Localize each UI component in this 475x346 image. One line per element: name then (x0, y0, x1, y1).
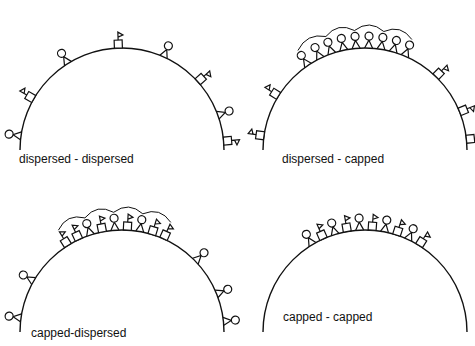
lipid-symbol (193, 247, 210, 264)
lipid-symbol (377, 33, 387, 50)
cap-link (298, 36, 326, 51)
lipid-symbol (301, 229, 316, 247)
cap-link (143, 212, 171, 223)
cap-link (114, 207, 143, 214)
cap-link (355, 25, 384, 32)
lipid-symbol (351, 32, 360, 49)
lipid-symbol (365, 32, 374, 48)
lipid-symbol (381, 215, 392, 232)
lipid-symbol (5, 312, 22, 322)
lipid-symbol (310, 42, 324, 60)
protein-symbol (123, 214, 133, 230)
protein-symbol (223, 136, 240, 146)
lipid-symbol (56, 48, 71, 66)
lipid-symbol (136, 215, 147, 232)
lipid-symbol (337, 34, 348, 51)
lipid-symbol (296, 50, 312, 68)
cap-link (58, 217, 85, 230)
lipid-symbol (215, 284, 233, 297)
lipid-symbol (82, 219, 95, 237)
lipid-symbol (160, 41, 174, 59)
protein-symbol (114, 32, 124, 48)
lipid-symbol (401, 40, 415, 58)
protein-symbol (248, 129, 265, 140)
protein-symbol (368, 214, 378, 231)
protein-symbol (416, 230, 432, 248)
lipid-symbol (216, 106, 234, 119)
lipid-symbol (110, 214, 119, 231)
lipid-symbol (355, 214, 364, 230)
membrane-arc (263, 230, 467, 332)
protein-symbol (341, 215, 353, 232)
panel-label: capped-dispersed (30, 326, 127, 340)
cap-link (384, 29, 412, 39)
protein-symbol (393, 219, 407, 237)
protein-symbol (96, 215, 108, 232)
protein-symbol (160, 223, 175, 241)
protein-symbol (313, 222, 328, 240)
protein-symbol (18, 87, 36, 103)
panel-label: dispersed - capped (281, 152, 385, 166)
protein-symbol (148, 218, 161, 236)
protein-symbol (466, 134, 475, 145)
cap-link (326, 27, 355, 36)
lipid-symbol (5, 130, 22, 140)
protein-symbol (458, 102, 475, 116)
lipid-symbol (327, 218, 339, 236)
membrane-arc (20, 48, 224, 150)
protein-symbol (56, 229, 72, 247)
lipid-symbol (404, 223, 418, 241)
lipid-symbol (389, 36, 401, 54)
protein-symbol (195, 68, 213, 85)
membrane-arc (20, 230, 224, 332)
panel-label: capped - capped (282, 310, 373, 324)
panel-label: dispersed - dispersed (18, 152, 135, 166)
protein-symbol (263, 83, 281, 99)
membrane-arc (263, 48, 467, 150)
lipid-symbol (223, 316, 240, 326)
lipid-symbol (323, 37, 336, 55)
cap-link (85, 209, 114, 218)
protein-symbol (433, 62, 451, 80)
protein-symbol (69, 223, 84, 241)
lipid-symbol (18, 270, 36, 285)
